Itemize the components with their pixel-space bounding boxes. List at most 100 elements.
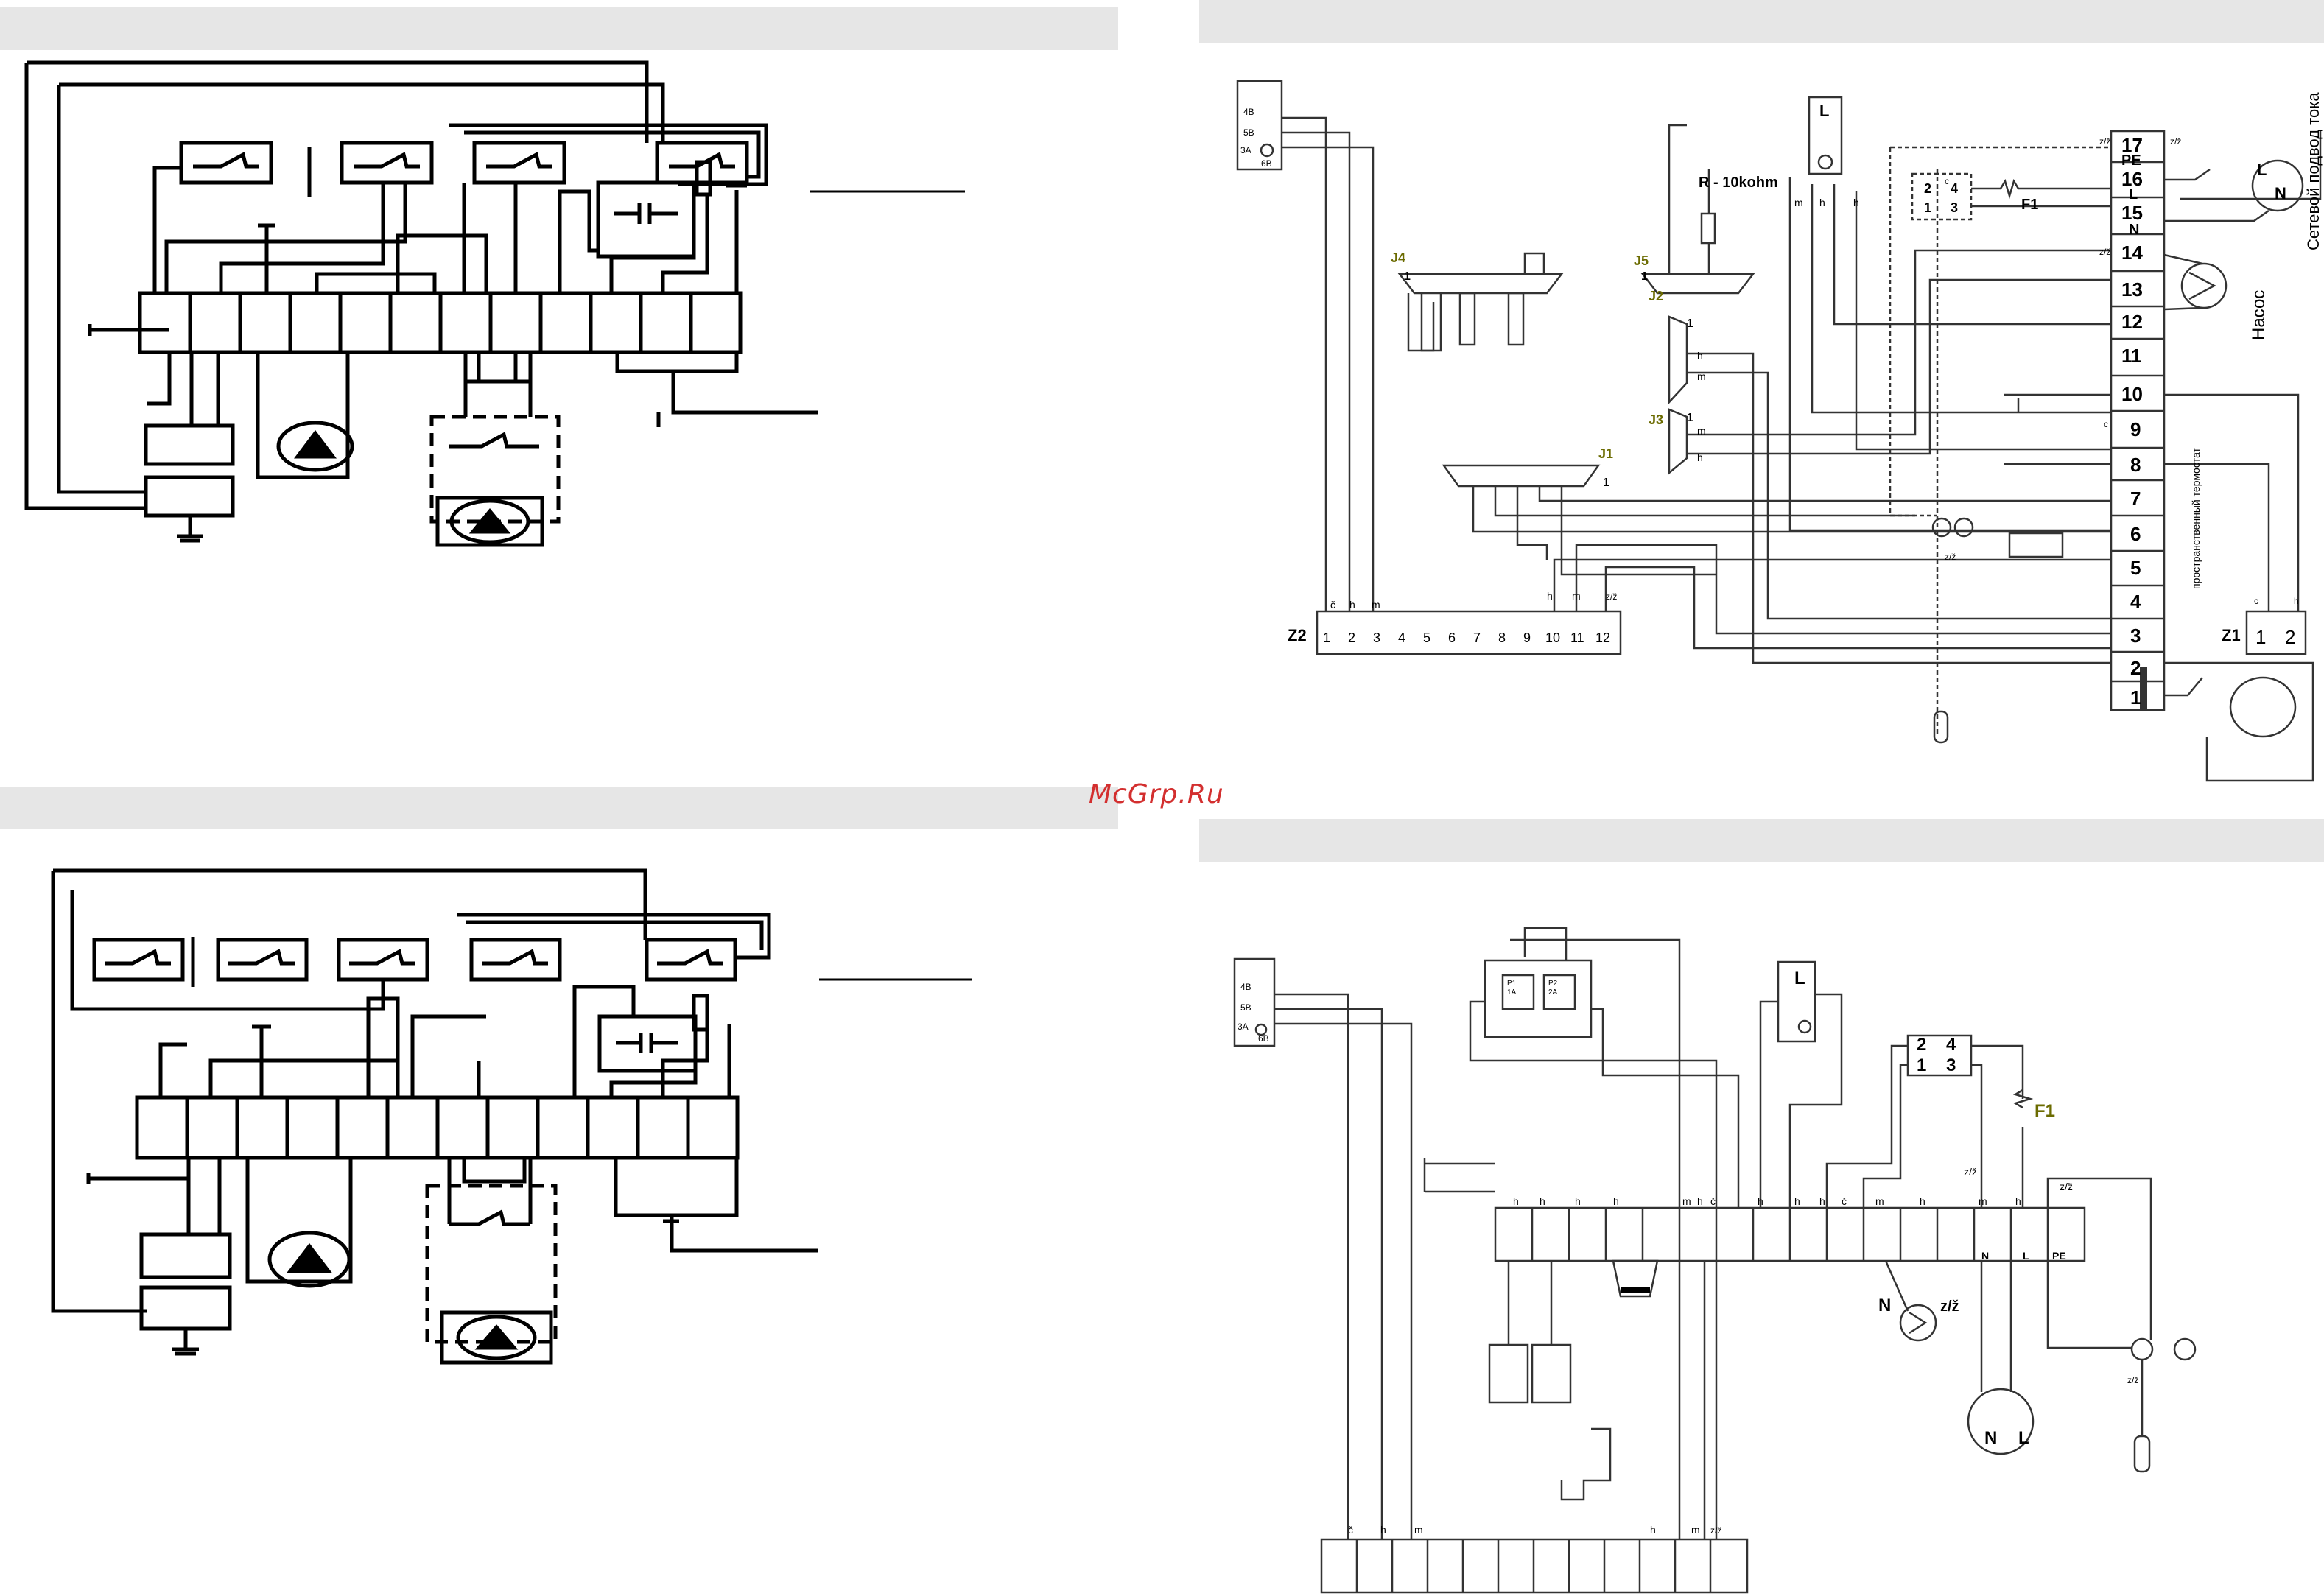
term-9: 9 — [2130, 418, 2141, 440]
fuse-label-tr: F1 — [2021, 197, 2038, 213]
code-m-5: m — [1697, 425, 1706, 437]
term-2: 2 — [2130, 657, 2141, 679]
br-code-15: h — [2015, 1195, 2021, 1207]
code-h-5: h — [1853, 197, 1859, 208]
br-bottom-l: L — [2023, 1250, 2029, 1262]
br-code-4: h — [1613, 1195, 1619, 1207]
j2-label: J2 — [1649, 289, 1663, 303]
relay-pin-4: 4 — [1951, 181, 1958, 196]
z2-t2: 2 — [1348, 630, 1355, 645]
fuse-f1-br — [2012, 1089, 2034, 1109]
br-pump-n: N — [1878, 1296, 1891, 1315]
br-strip-m2: m — [1691, 1524, 1700, 1536]
diagram-bottom-right-labels: 2 4 1 3 F1 4B 5B 3A 6B P1 1A P2 2A L h h… — [1238, 969, 2138, 1536]
term-14: 14 — [2121, 242, 2143, 264]
relay-pin-1: 1 — [1924, 200, 1931, 215]
code-h-2: h — [1547, 590, 1553, 602]
l-label-tr: L — [1819, 102, 1829, 120]
br-pump-z: z/ž — [1940, 1298, 1959, 1315]
br-code-2: h — [1540, 1195, 1545, 1207]
diagram-top-left — [24, 60, 965, 547]
lamp-box-tr — [1236, 80, 1283, 171]
lamp-6b: 6B — [1261, 158, 1272, 169]
p-relay-box — [1484, 959, 1593, 1038]
z2-t6: 6 — [1448, 630, 1456, 645]
connector-j2 — [1668, 315, 1688, 405]
code-m-3: m — [1794, 197, 1803, 208]
br-lamp-4b: 4B — [1240, 982, 1251, 992]
code-z-4: z/ž — [2099, 247, 2110, 257]
pump-box — [435, 496, 544, 547]
j4-label: J4 — [1391, 250, 1405, 265]
connector-j3 — [1668, 408, 1688, 475]
code-z: z/ž — [1606, 591, 1617, 602]
fuse-f1 — [1999, 178, 2020, 200]
code-h-3: h — [2294, 596, 2299, 606]
code-h-6: h — [1697, 350, 1703, 362]
term-1: 1 — [2130, 686, 2141, 709]
term-12: 12 — [2121, 311, 2143, 333]
br-code-5: m — [1682, 1195, 1691, 1207]
p2-a-label: 2A — [1548, 988, 1558, 996]
capacitor-box — [596, 180, 696, 259]
br-z-label: z/ž — [2127, 1375, 2138, 1385]
j1-pin1: 1 — [1603, 477, 1609, 489]
motor-circle — [2229, 676, 2297, 738]
br-code-6: h — [1697, 1195, 1703, 1207]
connector-j1 — [1442, 464, 1601, 488]
connector-j4 — [1397, 273, 1564, 295]
term-5: 5 — [2130, 557, 2141, 579]
z2-t8: 8 — [1498, 630, 1506, 645]
term-3: 3 — [2130, 625, 2141, 647]
diagram-top-right-labels: 17 PE 16 L 15 N 14 13 12 11 10 9 8 7 6 5… — [1240, 92, 2323, 709]
z1-t1: 1 — [2255, 626, 2266, 648]
resistor-label: R - 10kohm — [1699, 175, 1778, 191]
br-relay-pin-1: 1 — [1917, 1055, 1926, 1075]
z1-label: Z1 — [2222, 626, 2241, 644]
term-13: 13 — [2121, 278, 2143, 300]
br-relay-pin-4: 4 — [1946, 1035, 1956, 1055]
z2-t3: 3 — [1373, 630, 1380, 645]
br-relay-pin-2: 2 — [1917, 1035, 1926, 1055]
relay-pin-2: 2 — [1924, 181, 1931, 196]
code-c-3: c — [2254, 596, 2258, 606]
term-pe: PE — [2121, 152, 2141, 169]
code-h-4: h — [1819, 197, 1825, 208]
z1-block — [2245, 610, 2307, 655]
code-z-2: z/ž — [2099, 136, 2110, 147]
code-h: h — [1349, 599, 1355, 611]
component-box-1 — [144, 423, 235, 466]
code-cz: č — [1330, 599, 1335, 611]
z2-t1: 1 — [1323, 630, 1330, 645]
term-n: N — [2129, 222, 2139, 238]
br-bottom-pe: PE — [2052, 1250, 2066, 1262]
term-4: 4 — [2130, 591, 2141, 613]
term-6: 6 — [2130, 523, 2141, 545]
lamp-3a: 3A — [1240, 145, 1251, 155]
br-fuse-label: F1 — [2035, 1101, 2055, 1121]
br-strip-h2: h — [1650, 1524, 1656, 1536]
br-code-12: m — [1875, 1195, 1884, 1207]
term-16: 16 — [2121, 168, 2143, 190]
watermark-text: McGrp.Ru — [1089, 779, 1224, 809]
header-bar-top-right — [1199, 0, 2324, 43]
pump-circle-br — [1899, 1304, 1937, 1342]
z2-t4: 4 — [1398, 630, 1405, 645]
code-z-3: z/ž — [2170, 136, 2181, 147]
l-box-tr — [1808, 96, 1843, 175]
z2-t11: 11 — [1570, 630, 1584, 645]
j3-pin1: 1 — [1687, 412, 1693, 424]
diagram-bottom-left — [51, 868, 972, 1365]
supply-socket — [2251, 159, 2304, 212]
header-bar-bottom-left — [0, 787, 1118, 829]
br-code-17: z/ž — [2060, 1181, 2073, 1192]
br-code-10: h — [1819, 1195, 1825, 1207]
br-code-11: č — [1842, 1195, 1847, 1207]
j1-label: J1 — [1598, 446, 1613, 461]
br-lamp-6b: 6B — [1258, 1033, 1269, 1044]
component-box-2 — [144, 475, 235, 518]
z2-t12: 12 — [1595, 630, 1610, 645]
switch-1 — [179, 141, 273, 185]
j3-label: J3 — [1649, 412, 1663, 427]
